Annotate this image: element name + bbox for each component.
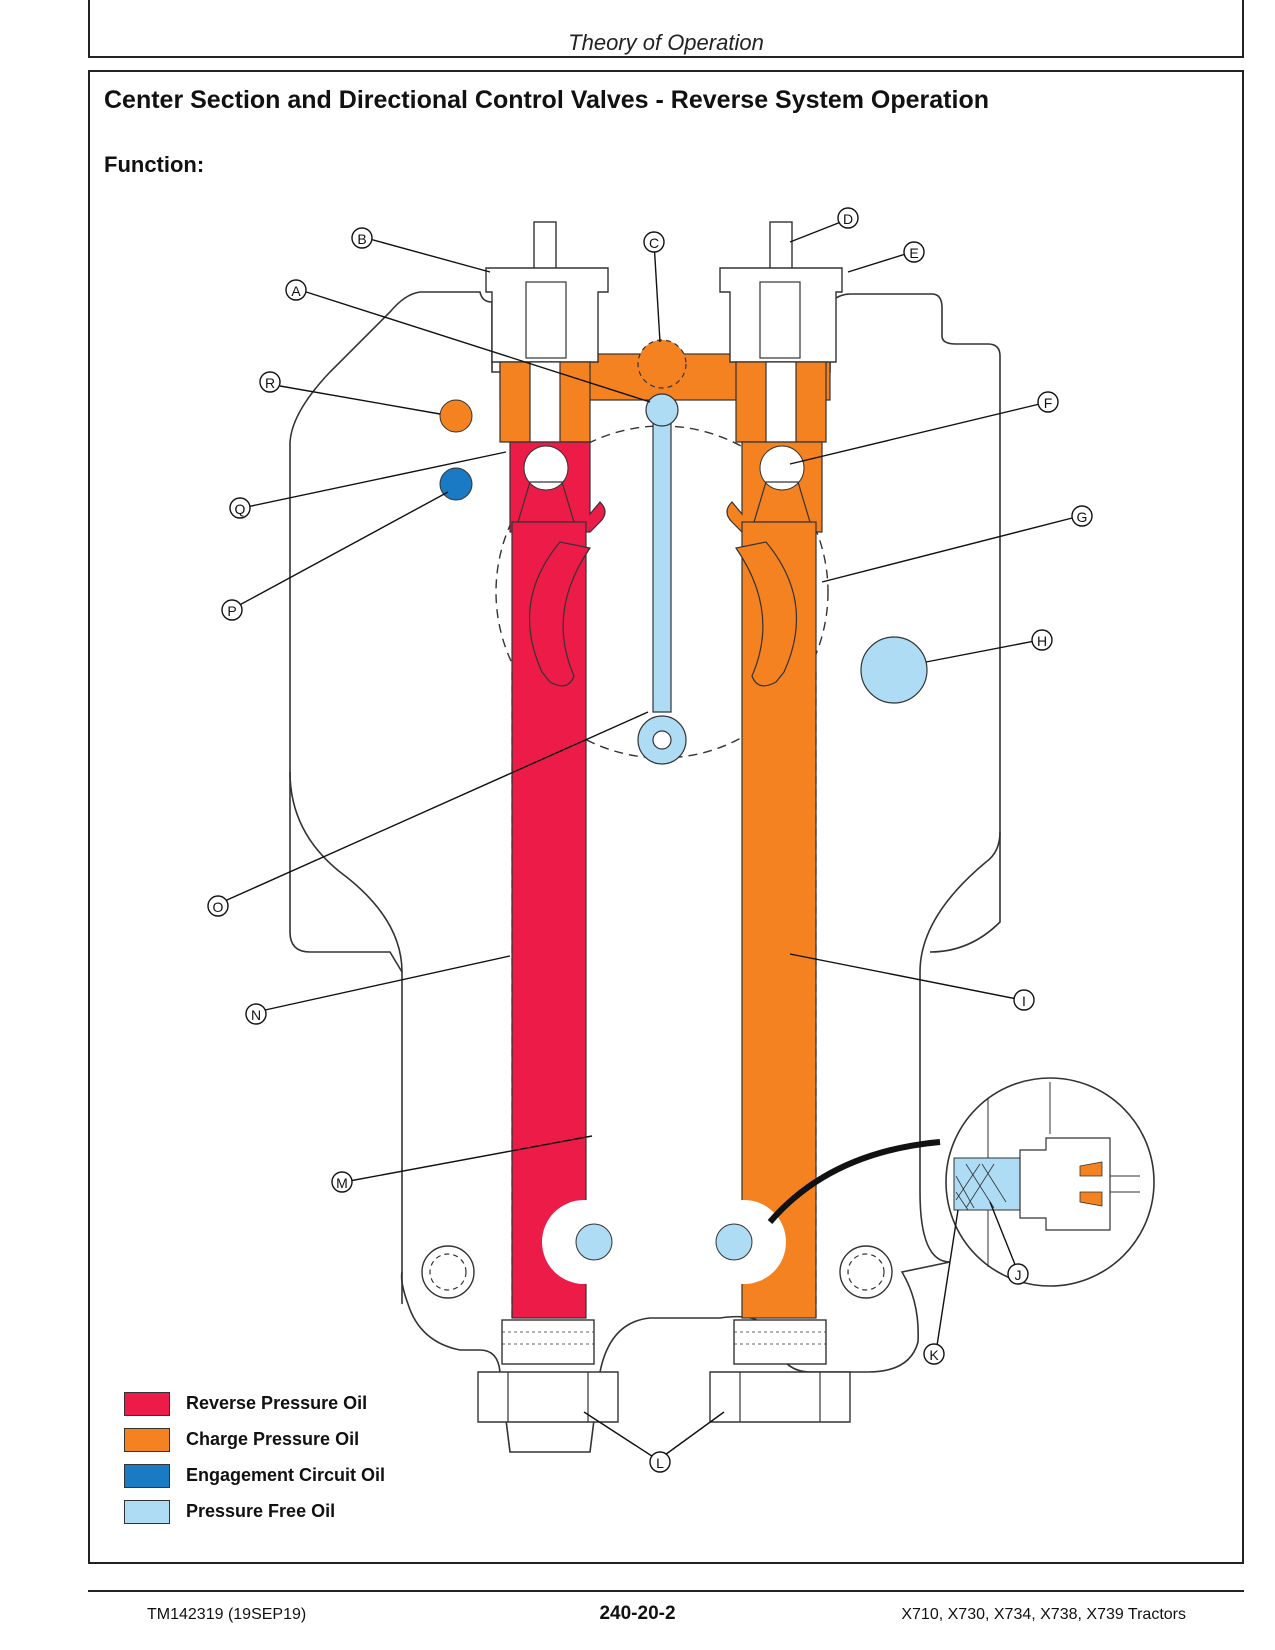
callout-letter-n: N	[251, 1007, 261, 1023]
detail-leader-tube	[767, 1139, 941, 1224]
valve-right	[719, 221, 843, 443]
plug-left	[477, 1319, 619, 1423]
pressure-free-port-a	[645, 393, 679, 427]
check-ball-right	[759, 445, 805, 491]
mounting-hole-left-inner	[429, 1253, 467, 1291]
callout-circle-j	[1007, 1263, 1029, 1285]
callout-circle-d	[837, 207, 859, 229]
legend-label-charge: Charge Pressure Oil	[186, 1429, 360, 1449]
link-pivot-hole	[652, 730, 672, 750]
callout-labels: A B C D E F G H I J K L M N O P Q R	[207, 207, 1093, 1473]
callout-letter-e: E	[909, 245, 918, 261]
callout-circle-e	[903, 241, 925, 263]
charge-port-c	[637, 339, 687, 389]
hydraulic-diagram: A B C D E F G H I J K L M N O P Q R	[207, 207, 1155, 1473]
valve-left	[485, 221, 609, 443]
callout-letter-j: J	[1015, 1267, 1022, 1283]
plug-right	[709, 1319, 851, 1423]
callout-circle-f	[1037, 391, 1059, 413]
mounting-hole-right-inner	[847, 1253, 885, 1291]
callout-letter-c: C	[649, 235, 659, 251]
charge-port-r	[439, 399, 473, 433]
legend-label-reverse: Reverse Pressure Oil	[186, 1393, 368, 1413]
footer-models: X710, X730, X734, X738, X739 Tractors	[901, 1606, 1186, 1623]
callout-circle-m	[331, 1171, 353, 1193]
callout-letter-m: M	[336, 1175, 348, 1191]
footer-page-number: 240-20-2	[599, 1603, 676, 1624]
callout-letter-q: Q	[235, 501, 246, 517]
header-title: Theory of Operation	[568, 30, 764, 55]
callout-letter-h: H	[1037, 633, 1047, 649]
callout-letter-r: R	[265, 375, 275, 391]
callout-circle-i	[1013, 989, 1035, 1011]
footer-doc-id: TM142319 (19SEP19)	[147, 1606, 307, 1623]
engagement-port-p	[439, 467, 473, 501]
callout-circle-h	[1031, 629, 1053, 651]
callout-letter-o: O	[213, 899, 224, 915]
legend-swatch-charge	[124, 1428, 170, 1452]
callout-circle-q	[229, 497, 251, 519]
case-drain-port-h	[860, 636, 928, 704]
callout-letter-g: G	[1077, 509, 1088, 525]
mounting-hole-right	[839, 1245, 893, 1299]
callout-letter-f: F	[1044, 395, 1053, 411]
callout-circle-o	[207, 895, 229, 917]
pressure-free-link	[652, 409, 672, 713]
detail-inset	[945, 1077, 1155, 1287]
bypass-port-left	[575, 1223, 613, 1261]
legend-label-engagement: Engagement Circuit Oil	[186, 1465, 386, 1485]
bypass-port-right	[715, 1223, 753, 1261]
callout-letter-i: I	[1022, 993, 1026, 1009]
callout-circle-a	[285, 279, 307, 301]
housing-base-outline	[289, 772, 1001, 1304]
callout-circle-g	[1071, 505, 1093, 527]
callout-circle-r	[259, 371, 281, 393]
callout-circle-l	[649, 1451, 671, 1473]
footer-rule	[88, 1590, 1244, 1592]
center-section-housing	[289, 291, 1001, 1453]
callout-circle-c	[643, 231, 665, 253]
mounting-hole-left	[421, 1245, 475, 1299]
content-frame: Center Section and Directional Control V…	[88, 70, 1244, 1564]
callout-circle-n	[245, 1003, 267, 1025]
page-title: Center Section and Directional Control V…	[104, 86, 989, 114]
legend-label-pressure-free: Pressure Free Oil	[186, 1501, 336, 1521]
callout-letter-k: K	[929, 1347, 939, 1363]
kidney-port-right	[734, 541, 798, 687]
callout-circle-p	[221, 599, 243, 621]
kidney-port-left	[528, 541, 592, 687]
callout-letter-l: L	[656, 1455, 664, 1471]
leader-lines	[217, 219, 1081, 1461]
callout-letter-a: A	[291, 283, 301, 299]
callout-letter-p: P	[227, 603, 236, 619]
callout-circle-k	[923, 1343, 945, 1365]
callout-circle-b	[351, 227, 373, 249]
legend-swatch-pressure-free	[124, 1500, 170, 1524]
function-label: Function:	[104, 152, 205, 177]
header-box: Theory of Operation	[88, 0, 1244, 58]
callout-letter-b: B	[357, 231, 366, 247]
callout-letter-d: D	[843, 211, 853, 227]
check-ball-left	[523, 445, 569, 491]
legend-swatch-reverse	[124, 1392, 170, 1416]
legend-swatch-engagement	[124, 1464, 170, 1488]
